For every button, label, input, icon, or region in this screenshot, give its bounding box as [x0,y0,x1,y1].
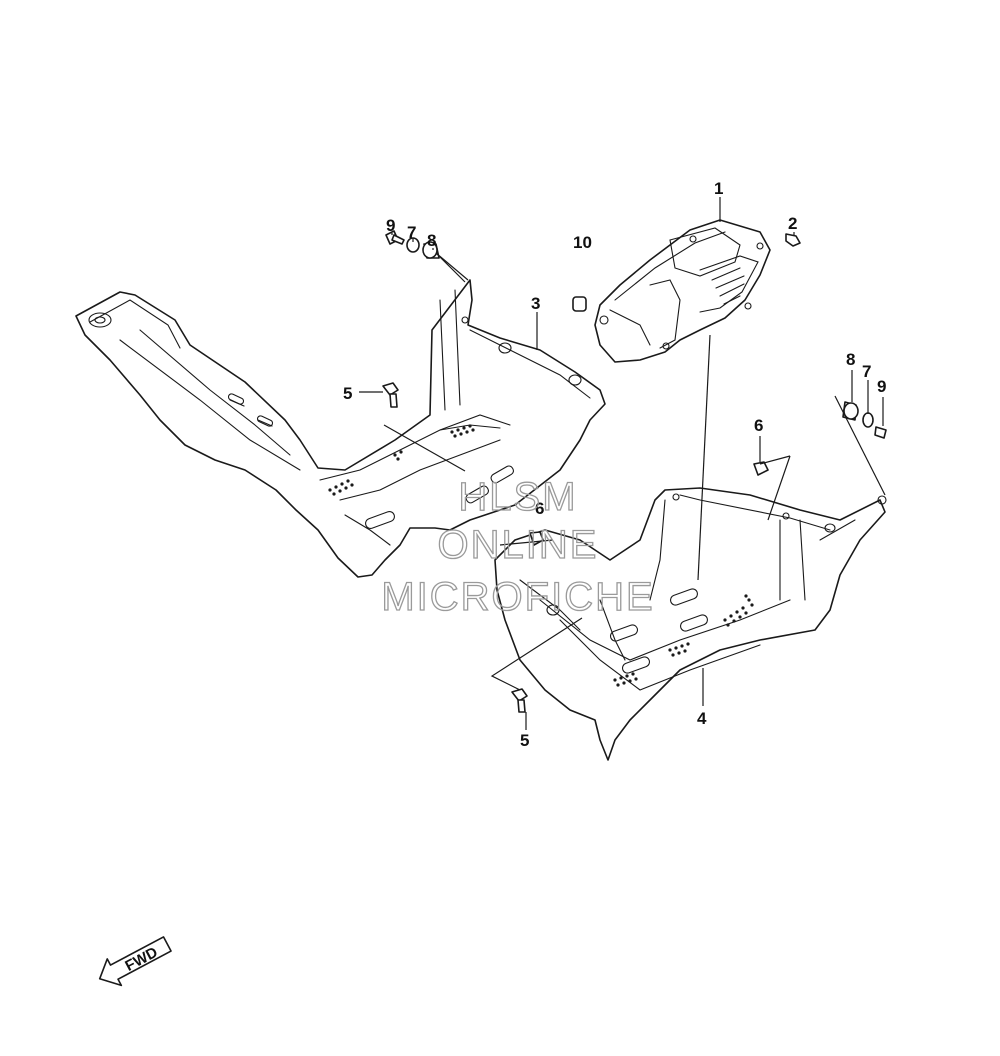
callout-7-right: 7 [862,362,871,381]
bolt-5-upper [382,382,399,408]
callout-9-left: 9 [386,216,395,235]
watermark-line-1: HLSM [458,475,577,519]
callout-labels: 1 2 3 4 5 5 6 6 7 7 8 8 9 9 10 [343,179,886,750]
leader-lines [359,197,884,730]
bolt-9-right [874,426,887,439]
callout-8-left: 8 [427,231,436,250]
washer-7-right [862,412,874,428]
screw-2 [785,233,801,247]
callout-5-lower: 5 [520,731,529,750]
nut-10 [572,296,587,312]
callout-8-right: 8 [846,350,855,369]
callout-10: 10 [573,233,592,252]
fwd-arrow-icon: FWD [98,936,172,987]
part-3-left-footrest [75,279,606,578]
grommet-8-right [842,401,859,421]
watermark-line-3: MICROFICHE [381,575,654,619]
bolt-5-lower [511,688,528,713]
screw-6-right [753,461,769,476]
callout-6-mid: 6 [535,499,544,518]
bolt-9-left [385,230,405,245]
guide-lines [490,334,886,691]
callout-9-right: 9 [877,377,886,396]
part-1-cover [594,219,771,363]
watermark-line-2: ONLINE [438,523,599,567]
callout-6-right: 6 [754,416,763,435]
grommet-8-left [422,241,440,259]
callout-7-left: 7 [407,223,416,242]
callout-4: 4 [697,709,707,728]
callout-3: 3 [531,294,540,313]
callout-1: 1 [714,179,723,198]
callout-5-upper: 5 [343,384,352,403]
watermark: HLSM ONLINE MICROFICHE [381,474,654,619]
callout-2: 2 [788,214,797,233]
part-4-right-footrest [494,487,887,761]
